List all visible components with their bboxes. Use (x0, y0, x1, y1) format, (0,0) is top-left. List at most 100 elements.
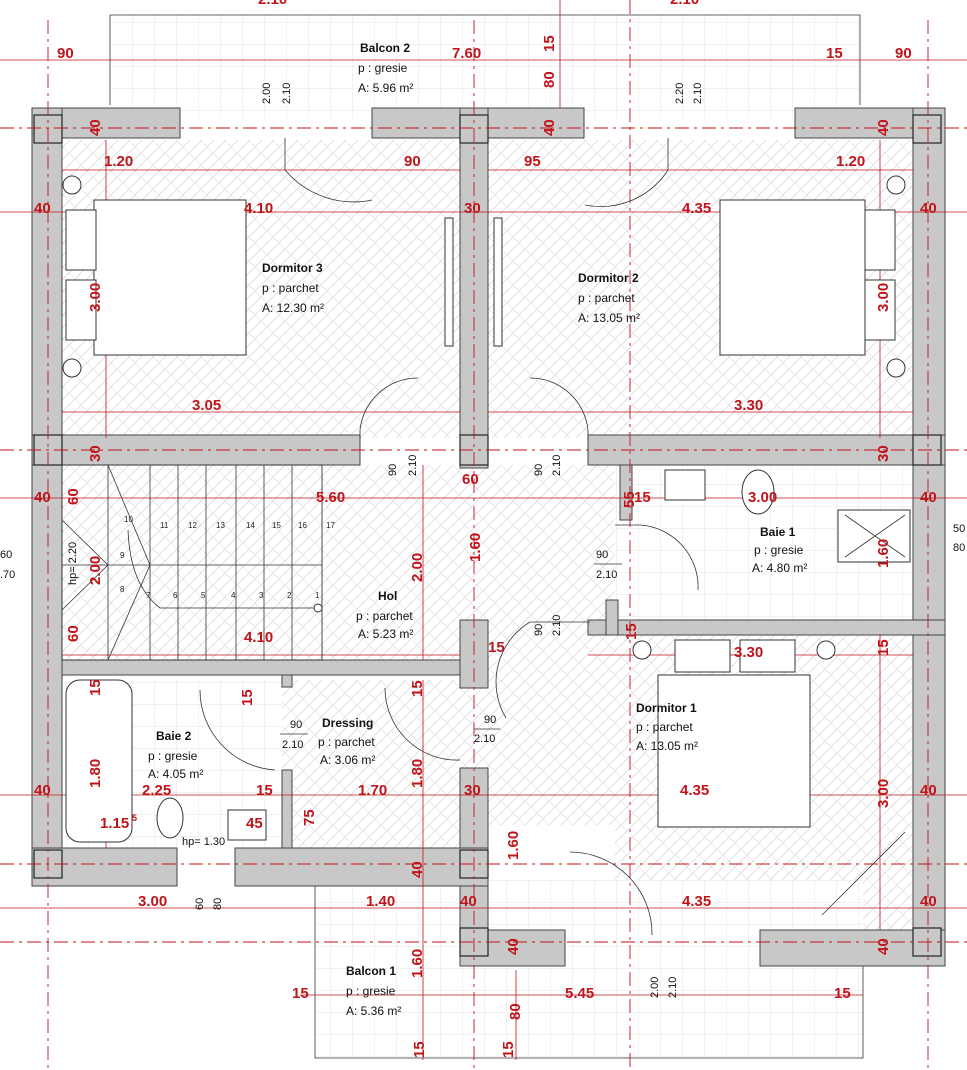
stair-step-10: 10 (124, 515, 133, 524)
dim-200-hol: 2.00 (409, 553, 426, 582)
room-floor-balcon-2: p : gresie (358, 61, 408, 75)
dim-330-top: 3.30 (734, 397, 763, 414)
stair-step-7: 7 (146, 591, 151, 600)
dim-300-d1: 3.00 (875, 779, 892, 808)
dim-140: 1.40 (366, 893, 395, 910)
dim-80-balc: 80 (507, 1003, 524, 1020)
stair-step-15: 15 (272, 521, 281, 530)
room-floor-baie-1: p : gresie (754, 543, 804, 557)
dim-40-wall-low-b: 40 (875, 938, 892, 955)
window-1-width: 2.00 (261, 83, 273, 104)
room-area-dormitor-2: A: 13.05 m² (578, 311, 640, 325)
dim-435-bottom: 4.35 (682, 893, 711, 910)
stair-step-5: 5 (201, 591, 206, 600)
room-floor-dormitor-3: p : parchet (262, 281, 319, 295)
dim-15-balc-right: 15 (834, 985, 851, 1002)
dim-545: 5.45 (565, 985, 594, 1002)
staircase: 1 2 3 4 5 6 7 8 9 10 11 12 13 14 15 16 1… (61, 464, 335, 661)
dim-300-d3: 3.00 (87, 283, 104, 312)
dim-300-bottom: 3.00 (138, 893, 167, 910)
door-dr-height: 2.10 (474, 733, 495, 745)
edge-label-60: 60 (0, 549, 12, 561)
dim-40-left-4: 40 (34, 782, 51, 799)
dim-top-15-right: 15 (826, 45, 843, 62)
dim-60-vert-b: 60 (65, 625, 82, 642)
dim-60-bottom: 60 (194, 898, 206, 910)
dim-top-80-vert: 80 (541, 71, 558, 88)
dim-wall-40-c: 40 (875, 119, 892, 136)
door-d3-width: 90 (387, 464, 399, 476)
dim-15-balc-bottom-a: 15 (411, 1041, 428, 1058)
dim-15-b2-door: 15 (239, 689, 256, 706)
stair-step-9: 9 (120, 551, 125, 560)
door-b1-width: 90 (596, 549, 608, 561)
dim-40-wall-low-a: 40 (505, 938, 522, 955)
dim-160-balcon1: 1.60 (409, 949, 426, 978)
dim-330-d1: 3.30 (734, 644, 763, 661)
room-name-hol: Hol (378, 589, 397, 603)
edge-label-80: 80 (953, 542, 965, 554)
stair-step-14: 14 (246, 521, 255, 530)
dim-15-hol: 15 (488, 639, 505, 656)
dim-560: 5.60 (316, 489, 345, 506)
dim-305: 3.05 (192, 397, 221, 414)
dim-120-right: 1.20 (836, 153, 865, 170)
dim-300-baie1: 3.00 (748, 489, 777, 506)
dim-40-right-3: 40 (920, 489, 937, 506)
door-b2-width: 90 (290, 719, 302, 731)
dim-40-vert-lower: 40 (409, 861, 426, 878)
room-area-dressing: A: 3.06 m² (320, 753, 375, 767)
dim-435-top: 4.35 (682, 200, 711, 217)
stair-step-1: 1 (315, 591, 320, 600)
door-d2-height: 2.10 (551, 455, 563, 476)
dim-120-left: 1.20 (104, 153, 133, 170)
door-d3-height: 2.10 (407, 455, 419, 476)
stair-step-6: 6 (173, 591, 178, 600)
stair-window-hp: hp= 2.20 (67, 542, 79, 585)
dim-115-superscript: 5 (132, 813, 137, 823)
dim-45: 45 (246, 815, 263, 832)
dim-40-right-5: 40 (920, 893, 937, 910)
doors (199, 138, 699, 936)
door-d2-width: 90 (533, 464, 545, 476)
stair-step-12: 12 (188, 521, 197, 530)
dim-60-hol: 60 (462, 471, 479, 488)
dim-180-dressing: 1.80 (409, 759, 426, 788)
dim-55: 55 (621, 491, 638, 508)
room-floor-dormitor-1: p : parchet (636, 720, 693, 734)
room-area-balcon-1: A: 5.36 m² (346, 1004, 401, 1018)
room-name-baie-2: Baie 2 (156, 729, 192, 743)
room-area-dormitor-3: A: 12.30 m² (262, 301, 324, 315)
dim-15-b2: 15 (256, 782, 273, 799)
dim-wall-40-a: 40 (87, 119, 104, 136)
dim-40-right-4: 40 (920, 782, 937, 799)
door-d1-width: 90 (533, 624, 545, 636)
room-area-balcon-2: A: 5.96 m² (358, 81, 413, 95)
dim-top-90-left: 90 (57, 45, 74, 62)
room-area-hol: A: 5.23 m² (358, 627, 413, 641)
room-name-dormitor-3: Dormitor 3 (262, 261, 323, 275)
dim-top-15-vert: 15 (541, 35, 558, 52)
dim-15-baie1: 15 (634, 489, 651, 506)
stair-step-13: 13 (216, 521, 225, 530)
dim-top-760: 7.60 (452, 45, 481, 62)
window-1-height: 2.10 (281, 83, 293, 104)
door-b2-height: 2.10 (282, 739, 303, 751)
room-name-balcon-1: Balcon 1 (346, 964, 396, 978)
toilet-baie-2 (156, 797, 184, 839)
dim-40-left-2: 40 (34, 200, 51, 217)
dim-160-hol: 1.60 (467, 533, 484, 562)
door-d1-height: 2.10 (551, 615, 563, 636)
room-name-dressing: Dressing (322, 716, 373, 730)
dim-80-bottom: 80 (212, 898, 224, 910)
dim-410-top: 4.10 (244, 200, 273, 217)
bed-dormitor-3 (93, 199, 247, 356)
room-area-baie-2: A: 4.05 m² (148, 767, 203, 781)
dim-40-left-3: 40 (34, 489, 51, 506)
bed-dormitor-2 (719, 199, 866, 356)
window-2-width: 2.20 (674, 83, 686, 104)
window-3-width: 2.00 (649, 977, 661, 998)
dim-top-left-cut: 2.10 (258, 0, 287, 8)
room-floor-hol: p : parchet (356, 609, 413, 623)
